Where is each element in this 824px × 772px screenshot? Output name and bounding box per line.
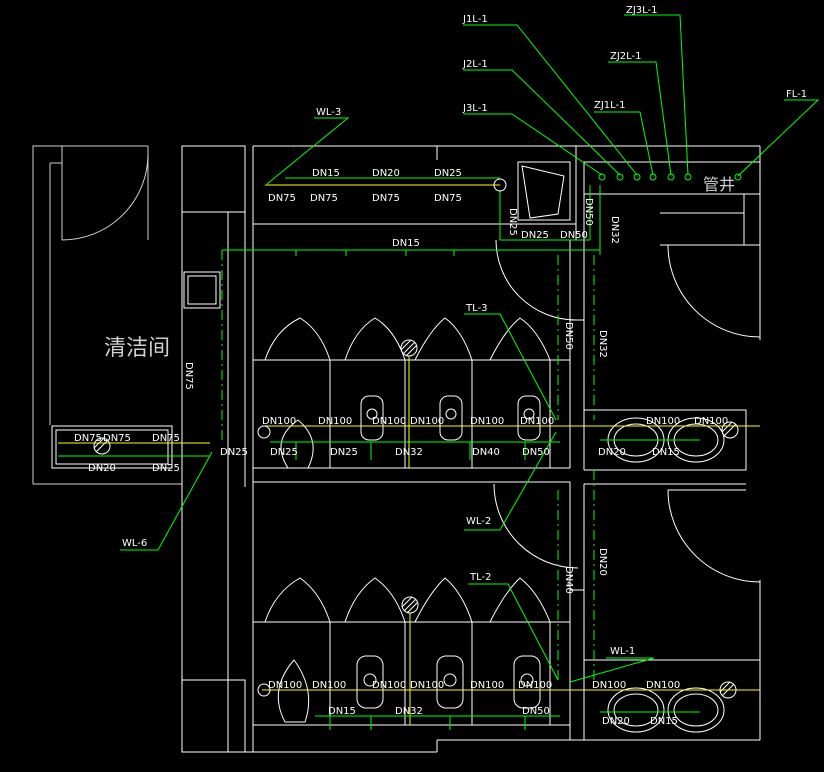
dn-label: DN100 <box>410 680 444 691</box>
walls <box>32 145 761 753</box>
dn-label: DN100 <box>318 416 352 427</box>
dn-label: DN25 <box>330 447 358 458</box>
dn-label: DN15 <box>328 706 356 717</box>
dn-label: DN100 <box>592 680 626 691</box>
dn-label: DN20 <box>88 463 116 474</box>
dn-label: DN75 <box>183 362 194 390</box>
dn-label: DN50 <box>522 447 550 458</box>
dn-label: DN20 <box>602 716 630 727</box>
dn-label: DN15 <box>650 716 678 727</box>
dn-label: DN40 <box>472 447 500 458</box>
dn-label: DN100 <box>694 416 728 427</box>
dn-label: DN20 <box>597 548 608 576</box>
room-label-cleaning: 清洁间 <box>104 336 170 361</box>
dn-label: DN50 <box>563 322 574 350</box>
dn-label: DN100 <box>470 416 504 427</box>
dn-label: DN50 <box>583 198 594 226</box>
dn-label: DN32 <box>395 706 423 717</box>
dn-label: DN25 <box>220 447 248 458</box>
dn-label: DN75 <box>310 193 338 204</box>
tag-j1l1: J1L-1 <box>462 14 488 25</box>
dn-label: DN100 <box>410 416 444 427</box>
room-labels: 清洁间 管井 <box>104 175 735 361</box>
dn-label: DN50 <box>522 706 550 717</box>
dn-label: DN20 <box>372 168 400 179</box>
dn-label: DN75 <box>152 433 180 444</box>
dn-label: DN15 <box>392 238 420 249</box>
pipes <box>58 177 760 730</box>
dn-label: DN100 <box>646 680 680 691</box>
tag-wl2: WL-2 <box>466 516 491 527</box>
dn-label: DN25 <box>434 168 462 179</box>
tag-wl6: WL-6 <box>122 538 147 549</box>
cleaning-room-fixtures <box>51 271 221 469</box>
dn-label: DN75 <box>103 433 131 444</box>
lower-stalls <box>253 577 570 725</box>
dn-label: DN40 <box>563 566 574 594</box>
dn-label: DN100 <box>312 680 346 691</box>
dn-label: DN25 <box>270 447 298 458</box>
dn-label: DN50 <box>560 230 588 241</box>
dn-label: DN20 <box>598 447 626 458</box>
dn-label: DN100 <box>518 680 552 691</box>
dn-label: DN75 <box>372 193 400 204</box>
dn-label: DN100 <box>372 416 406 427</box>
dn-label: DN32 <box>395 447 423 458</box>
dn-label: DN75 <box>74 433 102 444</box>
dn-label: DN15 <box>312 168 340 179</box>
dn-label: DN25 <box>521 230 549 241</box>
dn-label: DN75 <box>434 193 462 204</box>
upper-stalls <box>253 317 570 469</box>
dn-label: DN25 <box>507 208 518 236</box>
tag-j3l1: J3L-1 <box>462 103 488 114</box>
tag-fl1: FL-1 <box>786 89 807 100</box>
leader-lines <box>120 14 820 683</box>
tag-zj1l1: ZJ3L-1 <box>626 5 658 16</box>
dn-label: DN100 <box>470 680 504 691</box>
dn-label: DN100 <box>646 416 680 427</box>
tag-tl2: TL-2 <box>469 572 491 583</box>
pipe-tags: J1L-1 J2L-1 J3L-1 ZJ3L-1 ZJ2L-1 ZJ1L-1 F… <box>122 5 807 657</box>
tag-zj2l1: ZJ2L-1 <box>610 51 642 62</box>
shaft-label: 管井 <box>703 175 735 194</box>
tag-j2l1: J2L-1 <box>462 59 488 70</box>
dn-label: DN32 <box>609 216 620 244</box>
dn-label: DN100 <box>268 680 302 691</box>
dn-label: DN75 <box>268 193 296 204</box>
dn-label: DN100 <box>372 680 406 691</box>
pipe-size-labels: DN15 DN20 DN25 DN75 DN75 DN75 DN75 DN25 … <box>74 168 728 727</box>
tag-wl1: WL-1 <box>610 646 635 657</box>
dn-label: DN32 <box>597 330 608 358</box>
tag-tl3: TL-3 <box>465 303 487 314</box>
dn-label: DN100 <box>520 416 554 427</box>
dn-label: DN15 <box>652 447 680 458</box>
tag-wl3: WL-3 <box>316 107 341 118</box>
tag-zj3l1: ZJ1L-1 <box>594 100 626 111</box>
dn-label: DN100 <box>262 416 296 427</box>
dn-label: DN25 <box>152 463 180 474</box>
riser-markers <box>257 173 742 697</box>
